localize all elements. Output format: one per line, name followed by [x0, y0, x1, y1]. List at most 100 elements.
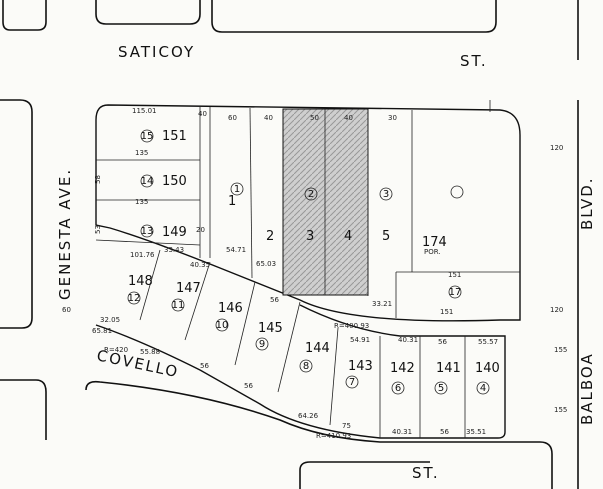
dim-label: 20 — [196, 226, 205, 234]
parcel-13[interactable]: 13 — [141, 226, 154, 237]
dim-label: 75 — [342, 422, 351, 430]
parcel-11[interactable]: 11 — [172, 300, 185, 311]
main-block-outline — [95, 104, 521, 322]
lot-1[interactable]: 1 — [228, 194, 236, 209]
parcel-5[interactable]: 5 — [438, 383, 444, 394]
dim-label: 65.81 — [92, 327, 112, 335]
south-curb — [85, 380, 553, 489]
lot-151[interactable]: 151 — [162, 129, 187, 144]
parcel-1[interactable]: 1 — [234, 184, 240, 195]
dim-label: 155 — [554, 346, 567, 354]
parcel-7[interactable]: 7 — [349, 377, 355, 388]
dim-label: 155 — [554, 406, 567, 414]
lot-146[interactable]: 146 — [218, 301, 243, 316]
dim-label: 55.88 — [140, 348, 160, 356]
street-genesta: GENESTA AVE. — [56, 168, 74, 300]
lot-5[interactable]: 5 — [382, 229, 390, 244]
parcel-10[interactable]: 10 — [216, 320, 229, 331]
lot-line — [277, 301, 301, 393]
dim-label: 40.31 — [392, 428, 412, 436]
dim-label: 135 — [135, 198, 148, 206]
dim-label: 58 — [94, 175, 102, 184]
lot-142[interactable]: 142 — [390, 361, 415, 376]
parcel-3[interactable]: 3 — [383, 189, 389, 200]
dim-label: 65.03 — [256, 260, 276, 268]
dim-label: 60 — [62, 306, 71, 314]
south-block-edge — [299, 461, 430, 489]
lot-2[interactable]: 2 — [266, 229, 274, 244]
lot-4[interactable]: 4 — [344, 229, 352, 244]
dim-label: 40 — [344, 114, 353, 122]
dimension-labels: 115.01 135 135 101.76 58 53 60 40 50 40 … — [62, 107, 567, 440]
dim-label: 60 — [228, 114, 237, 122]
lot-144[interactable]: 144 — [305, 341, 330, 356]
dim-label: 56 — [244, 382, 253, 390]
street-blvd: BLVD. — [578, 176, 596, 230]
lot-149[interactable]: 149 — [162, 225, 187, 240]
west-block-edge — [0, 99, 33, 329]
lot-line — [95, 239, 201, 246]
dim-label: 120 — [550, 144, 563, 152]
dim-label: 101.76 — [130, 251, 155, 259]
lot-line — [249, 107, 253, 279]
dim-label: 40.35 — [190, 261, 210, 269]
dim-label: 30 — [388, 114, 397, 122]
street-saticoy: SATICOY — [118, 43, 195, 61]
lot-line — [139, 249, 161, 321]
dim-label: 115.01 — [132, 107, 157, 115]
dim-label: 40.31 — [398, 336, 418, 344]
lot-141[interactable]: 141 — [436, 361, 461, 376]
dim-label: 120 — [550, 306, 563, 314]
dim-label: 33.21 — [372, 300, 392, 308]
highlighted-parcel-3-4[interactable] — [282, 108, 369, 296]
lot-150[interactable]: 150 — [162, 174, 187, 189]
block-top-mid-edge — [95, 0, 201, 25]
southwest-block-edge — [0, 379, 47, 440]
dim-label: 54.91 — [350, 336, 370, 344]
dim-label: 53 — [94, 225, 102, 234]
dim-label: 64.26 — [298, 412, 319, 420]
parcel-8[interactable]: 8 — [303, 361, 309, 372]
dim-label: 54.71 — [226, 246, 246, 254]
dim-label: 135 — [135, 149, 148, 157]
lot-140[interactable]: 140 — [475, 361, 500, 376]
parcel-15[interactable]: 15 — [141, 131, 154, 142]
dim-label: 151 — [440, 308, 453, 316]
lot-line — [234, 281, 256, 366]
street-st-south: ST. — [412, 464, 440, 482]
dim-label: 33.43 — [164, 246, 184, 254]
dim-label: 55.57 — [478, 338, 498, 346]
parcel-174-marker — [450, 185, 464, 199]
dim-label: 56 — [440, 428, 449, 436]
lot-151b[interactable]: 151 — [448, 271, 461, 279]
lot-148[interactable]: 148 — [128, 274, 153, 289]
dim-label: R=420 — [104, 346, 128, 354]
lot-147[interactable]: 147 — [176, 281, 201, 296]
lot-174-portion: POR. — [424, 248, 441, 256]
lot-145[interactable]: 145 — [258, 321, 283, 336]
lot-3[interactable]: 3 — [306, 229, 314, 244]
dim-label: 40 — [198, 110, 207, 118]
parcel-6[interactable]: 6 — [395, 383, 401, 394]
parcel-4[interactable]: 4 — [480, 383, 486, 394]
dim-label: 56 — [270, 296, 279, 304]
dim-label: 35.51 — [466, 428, 486, 436]
parcel-14[interactable]: 14 — [141, 176, 154, 187]
dim-label: 50 — [310, 114, 319, 122]
parcel-2[interactable]: 2 — [308, 189, 314, 200]
dim-label: 56 — [200, 362, 209, 370]
street-st-north: ST. — [460, 52, 488, 70]
block-top-right-edge — [211, 0, 497, 33]
lot-174[interactable]: 174 — [422, 235, 447, 250]
dim-label: 32.05 — [100, 316, 120, 324]
block-top-left-edge — [2, 0, 47, 31]
lot-line — [184, 261, 211, 341]
parcel-markers: 15 14 13 12 11 10 9 8 7 6 5 4 1 2 3 17 — [127, 129, 490, 395]
parcel-9[interactable]: 9 — [259, 339, 265, 350]
parcel-12[interactable]: 12 — [128, 293, 141, 304]
dim-label: R=410.93 — [316, 432, 351, 440]
dim-label: 56 — [438, 338, 447, 346]
parcel-17[interactable]: 17 — [449, 287, 462, 298]
lot-143[interactable]: 143 — [348, 359, 373, 374]
